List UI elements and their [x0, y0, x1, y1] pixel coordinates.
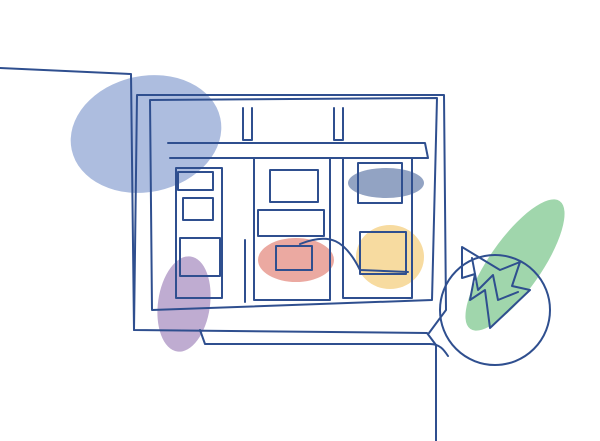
middle-card-top — [269, 169, 319, 203]
tab-post-2 — [333, 107, 344, 141]
right-column — [342, 157, 413, 299]
left-column — [175, 167, 223, 299]
connector-line — [299, 237, 409, 273]
slate-blob — [348, 168, 424, 198]
cursor-arrow-inner — [471, 257, 519, 301]
left-card-top — [177, 171, 214, 191]
left-card-mid — [182, 197, 214, 221]
middle-column — [253, 157, 331, 301]
middle-card-bottom — [275, 245, 313, 271]
tab-post-1 — [242, 107, 253, 141]
cursor-ring — [439, 254, 551, 366]
inner-frame — [149, 97, 438, 311]
outer-frame-line — [0, 67, 437, 441]
purple-blob — [157, 256, 211, 352]
yellow-blob — [356, 225, 424, 289]
right-card-bottom — [359, 231, 407, 275]
right-card-top — [357, 162, 403, 204]
lower-loop — [199, 329, 449, 357]
left-card-bottom — [179, 237, 221, 277]
middle-card-mid — [257, 209, 325, 237]
blue-blob — [70, 75, 222, 193]
cursor-arrow-icon — [461, 246, 531, 329]
red-blob — [258, 238, 334, 282]
